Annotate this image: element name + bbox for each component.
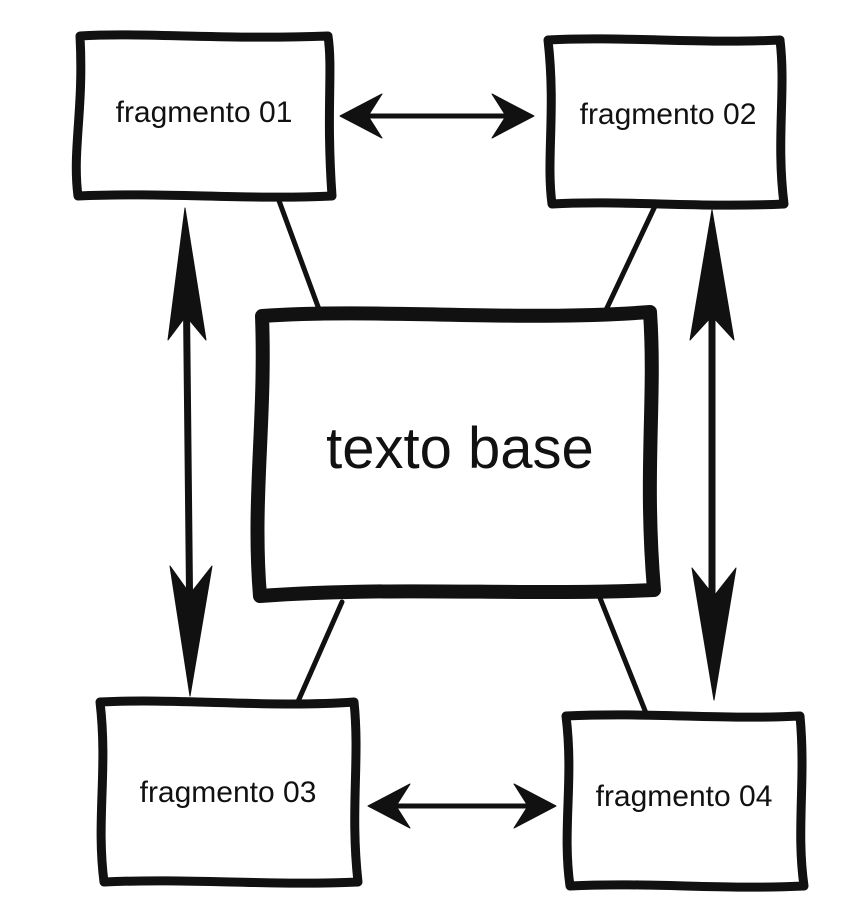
arrow-head-right: [491, 93, 535, 139]
node-frag03-border: [95, 696, 363, 888]
arrow-frag01-frag03: [167, 207, 213, 697]
node-frag02: fragmento 02: [543, 34, 789, 210]
node-center-border: [250, 305, 661, 603]
node-frag04-label: fragmento 04: [596, 780, 773, 813]
node-frag02-label: fragmento 02: [580, 98, 757, 131]
arrow-frag01-frag02: [339, 93, 535, 139]
node-frag03: fragmento 03: [95, 696, 363, 888]
arrow-head-left: [339, 93, 383, 139]
arrow-head-down: [691, 567, 737, 701]
arrow-shaft: [182, 256, 194, 644]
arrow-head-left: [367, 783, 411, 829]
arrow-head-up: [167, 207, 207, 341]
node-frag01-label: fragmento 01: [116, 96, 293, 129]
node-frag01: fragmento 01: [71, 30, 337, 202]
connector-frag02-center: [603, 201, 659, 313]
node-frag01-border: [71, 30, 337, 202]
connector-lines: [275, 195, 659, 721]
arrow-head-down: [169, 565, 213, 697]
arrow-head-right: [513, 783, 557, 829]
arrow-frag03-frag04: [367, 783, 557, 829]
connector-frag04-center: [597, 595, 651, 721]
arrow-head-up: [689, 209, 735, 341]
arrow-frag02-frag04: [689, 209, 737, 701]
connector-frag01-center: [275, 195, 323, 315]
node-frag02-border: [543, 34, 789, 210]
node-frag04-border: [561, 710, 809, 892]
node-frag03-label: fragmento 03: [140, 776, 317, 809]
node-center: texto base: [250, 305, 661, 603]
connector-frag03-center: [293, 599, 345, 709]
node-center-label: texto base: [326, 416, 594, 481]
node-frag04: fragmento 04: [561, 710, 809, 892]
